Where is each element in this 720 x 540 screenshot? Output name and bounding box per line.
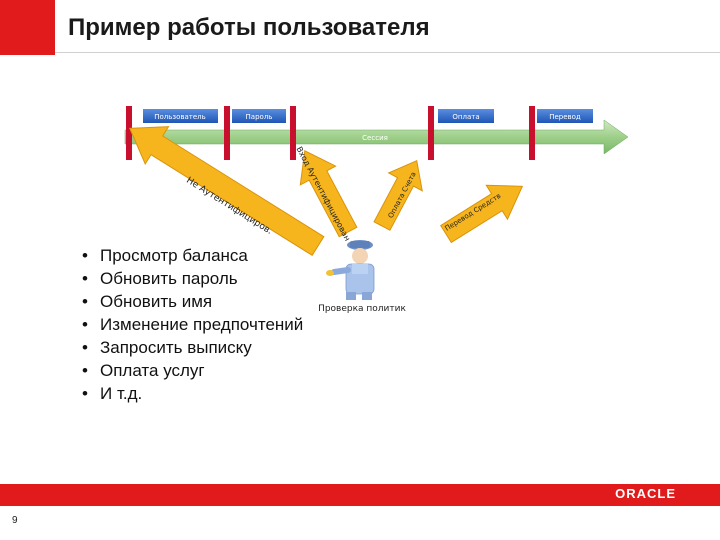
arrow-unauthenticated <box>128 126 325 257</box>
segment-transfer <box>537 109 593 123</box>
bullet-item: Просмотр баланса <box>74 244 303 267</box>
header-accent-block <box>0 0 55 55</box>
page-number: 9 <box>12 515 18 526</box>
segment-payment <box>438 109 494 123</box>
segment-user <box>143 109 218 123</box>
bullet-item: Оплата услуг <box>74 359 303 382</box>
marker-2 <box>224 106 230 160</box>
marker-3 <box>290 106 296 160</box>
arrow-funds-transfer <box>440 184 524 244</box>
bullet-list: Просмотр баланса Обновить пароль Обновит… <box>74 244 303 405</box>
marker-5 <box>529 106 535 160</box>
marker-1 <box>126 106 132 160</box>
footer-bar <box>0 484 720 506</box>
slide-title: Пример работы пользователя <box>68 14 430 41</box>
bullet-item: Обновить пароль <box>74 267 303 290</box>
segment-payment-label: Оплата <box>452 113 479 121</box>
bullet-item: Изменение предпочтений <box>74 313 303 336</box>
marker-4 <box>428 106 434 160</box>
session-arrow <box>124 119 629 155</box>
bullet-item: Запросить выписку <box>74 336 303 359</box>
bullet-item: Обновить имя <box>74 290 303 313</box>
segment-password-label: Пароль <box>246 113 273 121</box>
oracle-logo: ORACLE <box>615 486 676 501</box>
segment-user-label: Пользователь <box>154 113 206 121</box>
inspector-figure-icon <box>326 240 375 300</box>
arrow-bill-payment <box>373 159 423 231</box>
inspector-label: Проверка политик <box>318 304 406 314</box>
segment-transfer-label: Перевод <box>549 113 581 121</box>
bullet-item: И т.д. <box>74 382 303 405</box>
arrow-authenticated <box>299 150 358 238</box>
segment-password <box>232 109 286 123</box>
session-label: Сессия <box>362 134 388 142</box>
title-divider <box>55 52 720 53</box>
